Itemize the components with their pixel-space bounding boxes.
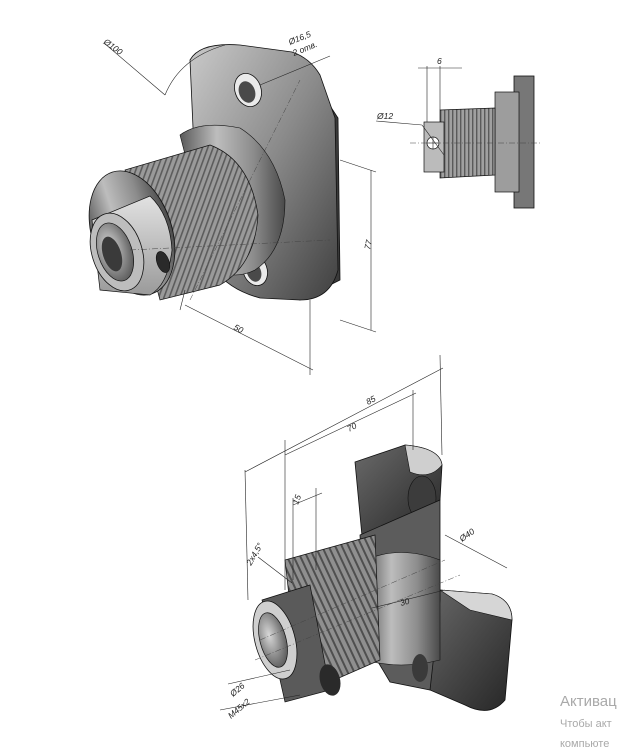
- dim-body-length: 70: [345, 420, 358, 433]
- dim-inner-diameter: Ø40: [457, 526, 477, 544]
- dim-height: 77: [362, 239, 374, 251]
- dim-thread: M45x2: [226, 696, 252, 720]
- section-view: 85 70 15 2x4,5° Ø40 30 Ø26 M45x2: [219, 354, 513, 721]
- dim-bore: Ø26: [227, 680, 247, 699]
- dim-width: 50: [232, 322, 245, 335]
- watermark-line-2: компьюте: [560, 738, 610, 750]
- dim-inner-depth: 30: [399, 596, 411, 608]
- isometric-view-top: Ø100 Ø16,5 2 отв. 77 50: [88, 29, 377, 375]
- watermark-line-1: Чтобы акт: [560, 718, 612, 730]
- dim-thread-length: 15: [290, 493, 303, 506]
- dim-bore-diameter: Ø12: [376, 111, 393, 121]
- side-view: 6 Ø12: [375, 56, 540, 209]
- dim-overall-length: 85: [364, 393, 377, 406]
- dim-depth: 6: [437, 56, 442, 66]
- dim-flange-diameter: Ø100: [101, 36, 125, 57]
- watermark-title: Активац: [560, 693, 617, 710]
